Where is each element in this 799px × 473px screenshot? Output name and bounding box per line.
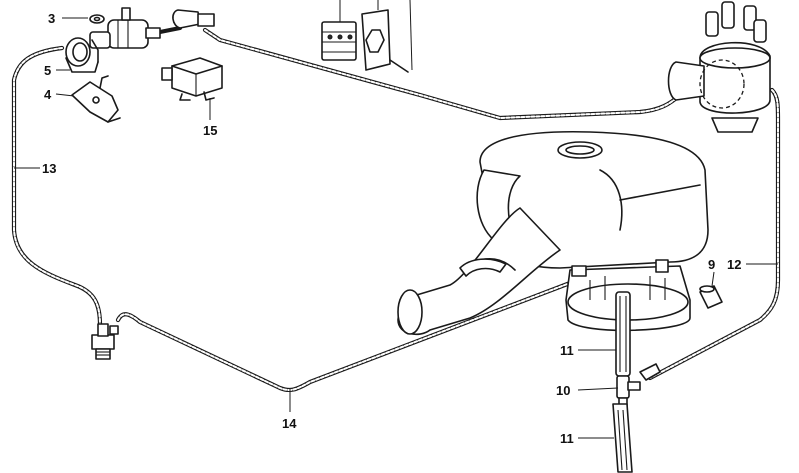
bracket-4 — [71, 75, 121, 123]
callout-5: 5 — [44, 63, 51, 78]
cap-9 — [699, 285, 723, 309]
callout-3: 3 — [48, 11, 55, 26]
vacuum-hose-12 — [647, 87, 781, 381]
connector-block — [321, 0, 357, 61]
thermo-switch — [91, 323, 119, 360]
hose-11-lower — [612, 403, 633, 473]
vacuum-hose-13 — [11, 45, 103, 328]
hose-11-upper — [615, 291, 631, 377]
washer — [89, 14, 105, 24]
callout-11-lower: 11 — [560, 431, 574, 446]
callout-12: 12 — [727, 257, 741, 272]
hose-end-12 — [639, 363, 661, 381]
vacuum-line-top — [157, 25, 683, 121]
intake-snorkel — [397, 207, 561, 336]
callout-4: 4 — [44, 87, 52, 102]
clamp-5 — [65, 37, 99, 73]
callout-10: 10 — [556, 383, 570, 398]
callout-9: 9 — [708, 257, 715, 272]
relay-15 — [161, 57, 223, 101]
callout-11-upper: 11 — [560, 343, 574, 358]
callout-14: 14 — [282, 416, 297, 431]
leader-lines — [14, 17, 778, 439]
callout-13: 13 — [42, 161, 56, 176]
vacuum-valve — [89, 7, 161, 49]
distributor — [667, 1, 771, 133]
tee-connector-10 — [616, 375, 641, 407]
connector-plate — [361, 0, 413, 73]
hose-fitting-top — [172, 9, 215, 29]
vacuum-hose-14 — [115, 280, 573, 393]
callout-15: 15 — [203, 123, 217, 138]
